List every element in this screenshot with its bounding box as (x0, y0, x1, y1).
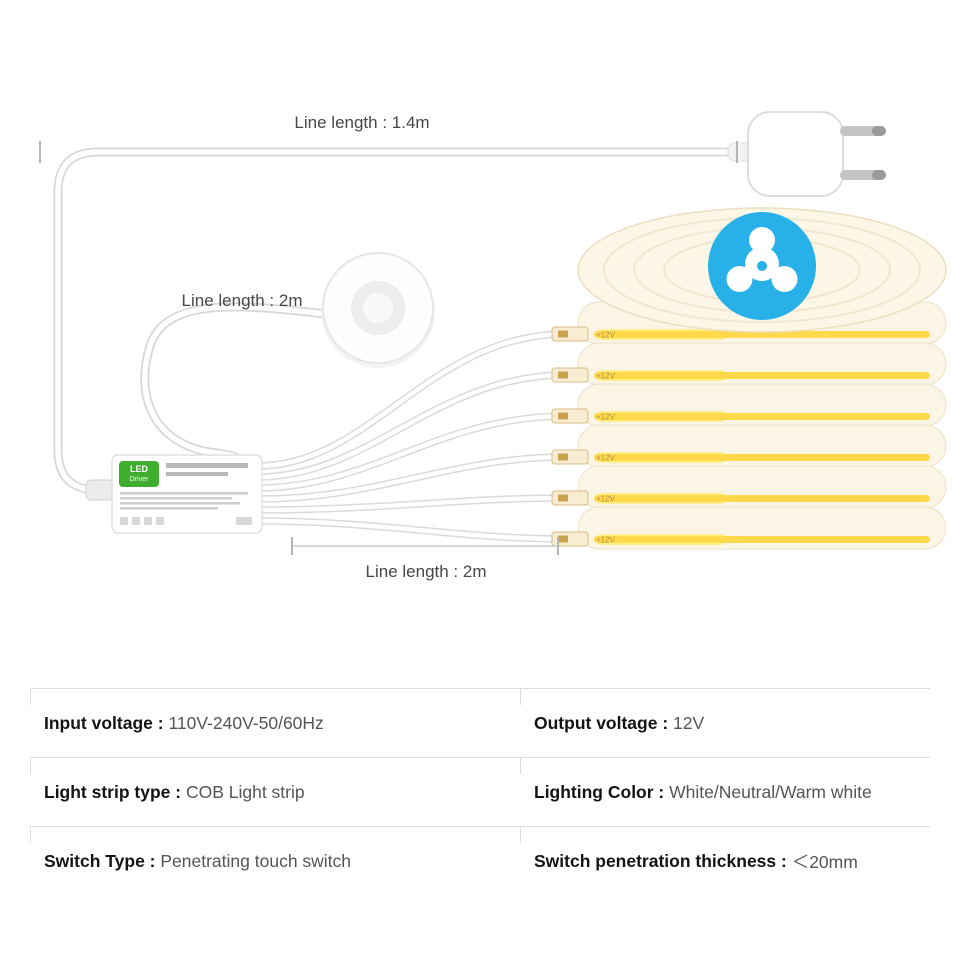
output-wire (254, 453, 570, 503)
spec-separator: : (653, 781, 670, 802)
output-wire (254, 330, 570, 470)
led-reel-stack: +12V +12V +12V +12V +12V (551, 207, 947, 550)
measure-bottom-label: Line length : 2m (366, 562, 487, 581)
measure-switch: Line length : 2m (182, 291, 303, 310)
power-plug (727, 111, 886, 197)
measure-switch-label: Line length : 2m (182, 291, 303, 310)
spec-cell-penetration-thickness: Switch penetration thickness : ＜20mm (520, 827, 930, 895)
spec-label: Lighting Color (534, 781, 654, 802)
strip-voltage-label: +12V (596, 372, 616, 381)
strip-connector: +12V (551, 490, 616, 506)
certification-icon (132, 517, 140, 525)
driver-badge-subtext: Driver (130, 476, 149, 483)
spec-label: Switch penetration thickness (534, 850, 777, 871)
driver-output-wires (254, 330, 570, 543)
spec-value: White/Neutral/Warm white (669, 781, 872, 802)
spec-label: Input voltage (44, 712, 153, 733)
spec-separator: : (170, 781, 186, 802)
led-reel (577, 506, 947, 550)
spec-separator: : (152, 712, 169, 733)
strip-voltage-label: +12V (596, 536, 616, 545)
led-reel (577, 465, 947, 509)
cell-corner-tick (30, 689, 31, 705)
output-wire (254, 494, 570, 514)
spec-separator: : (144, 850, 161, 871)
spec-cell-lighting-color: Lighting Color : White/Neutral/Warm whit… (520, 758, 930, 826)
spec-label: Switch Type (44, 850, 145, 871)
spec-row: Switch Type : Penetrating touch switch S… (30, 826, 930, 895)
output-wire (254, 517, 570, 543)
led-reel (577, 383, 947, 427)
spec-separator: : (776, 850, 792, 871)
driver-fine-print (120, 507, 218, 510)
certification-icon (120, 517, 128, 525)
strip-voltage-label: +12V (596, 331, 616, 340)
switch-cable (140, 302, 331, 467)
strip-connector: +12V (551, 449, 616, 465)
spec-cell-input-voltage: Input voltage : 110V-240V-50/60Hz (30, 689, 520, 757)
measure-bottom: Line length : 2m (291, 537, 559, 581)
led-reel (577, 424, 947, 468)
driver-input-connector (85, 479, 115, 501)
driver-fine-print (120, 502, 240, 505)
strip-voltage-label: +12V (596, 495, 616, 504)
spec-value: Penetrating touch switch (160, 850, 352, 871)
certification-icon (236, 517, 252, 525)
certification-icon (156, 517, 164, 525)
cell-corner-tick (30, 758, 31, 774)
driver-fine-print (120, 497, 232, 500)
driver-fine-print (120, 492, 248, 495)
spec-table: Input voltage : 110V-240V-50/60Hz Output… (30, 688, 930, 895)
touch-switch (321, 252, 435, 368)
measure-top-label: Line length : 1.4m (294, 113, 429, 132)
strip-connector: +12V (551, 408, 616, 424)
strip-connector: +12V (551, 531, 616, 547)
spec-separator: : (657, 712, 674, 733)
driver-fine-print (166, 472, 228, 476)
cell-corner-tick (520, 689, 521, 705)
spec-cell-switch-type: Switch Type : Penetrating touch switch (30, 827, 520, 895)
spec-label: Light strip type (44, 781, 171, 802)
spec-value: 110V-240V-50/60Hz (168, 712, 324, 733)
led-reel (577, 342, 947, 386)
driver-fine-print (166, 463, 248, 468)
spec-label: Output voltage (534, 712, 658, 733)
driver-logo-badge (119, 461, 159, 487)
power-cable (53, 147, 745, 495)
spec-cell-strip-type: Light strip type : COB Light strip (30, 758, 520, 826)
certification-icon (144, 517, 152, 525)
cell-corner-tick (520, 827, 521, 843)
spec-value: ＜20mm (791, 851, 858, 872)
spec-cell-output-voltage: Output voltage : 12V (520, 689, 930, 757)
strip-connector: +12V (551, 367, 616, 383)
driver-badge-text: LED (130, 464, 149, 474)
spec-value: 12V (673, 712, 705, 733)
strip-voltage-label: +12V (596, 454, 616, 463)
cell-corner-tick (30, 827, 31, 843)
product-diagram: LED Driver (39, 111, 947, 581)
spec-row: Light strip type : COB Light strip Light… (30, 757, 930, 826)
cell-corner-tick (520, 758, 521, 774)
measure-top: Line length : 1.4m (39, 113, 738, 163)
strip-connector: +12V (551, 326, 616, 342)
strip-voltage-label: +12V (596, 413, 616, 422)
led-driver: LED Driver (111, 454, 263, 534)
reel-top-face (577, 207, 947, 333)
spec-row: Input voltage : 110V-240V-50/60Hz Output… (30, 688, 930, 757)
output-wire (254, 412, 570, 492)
output-wire (254, 371, 570, 481)
spec-value: COB Light strip (185, 781, 305, 802)
